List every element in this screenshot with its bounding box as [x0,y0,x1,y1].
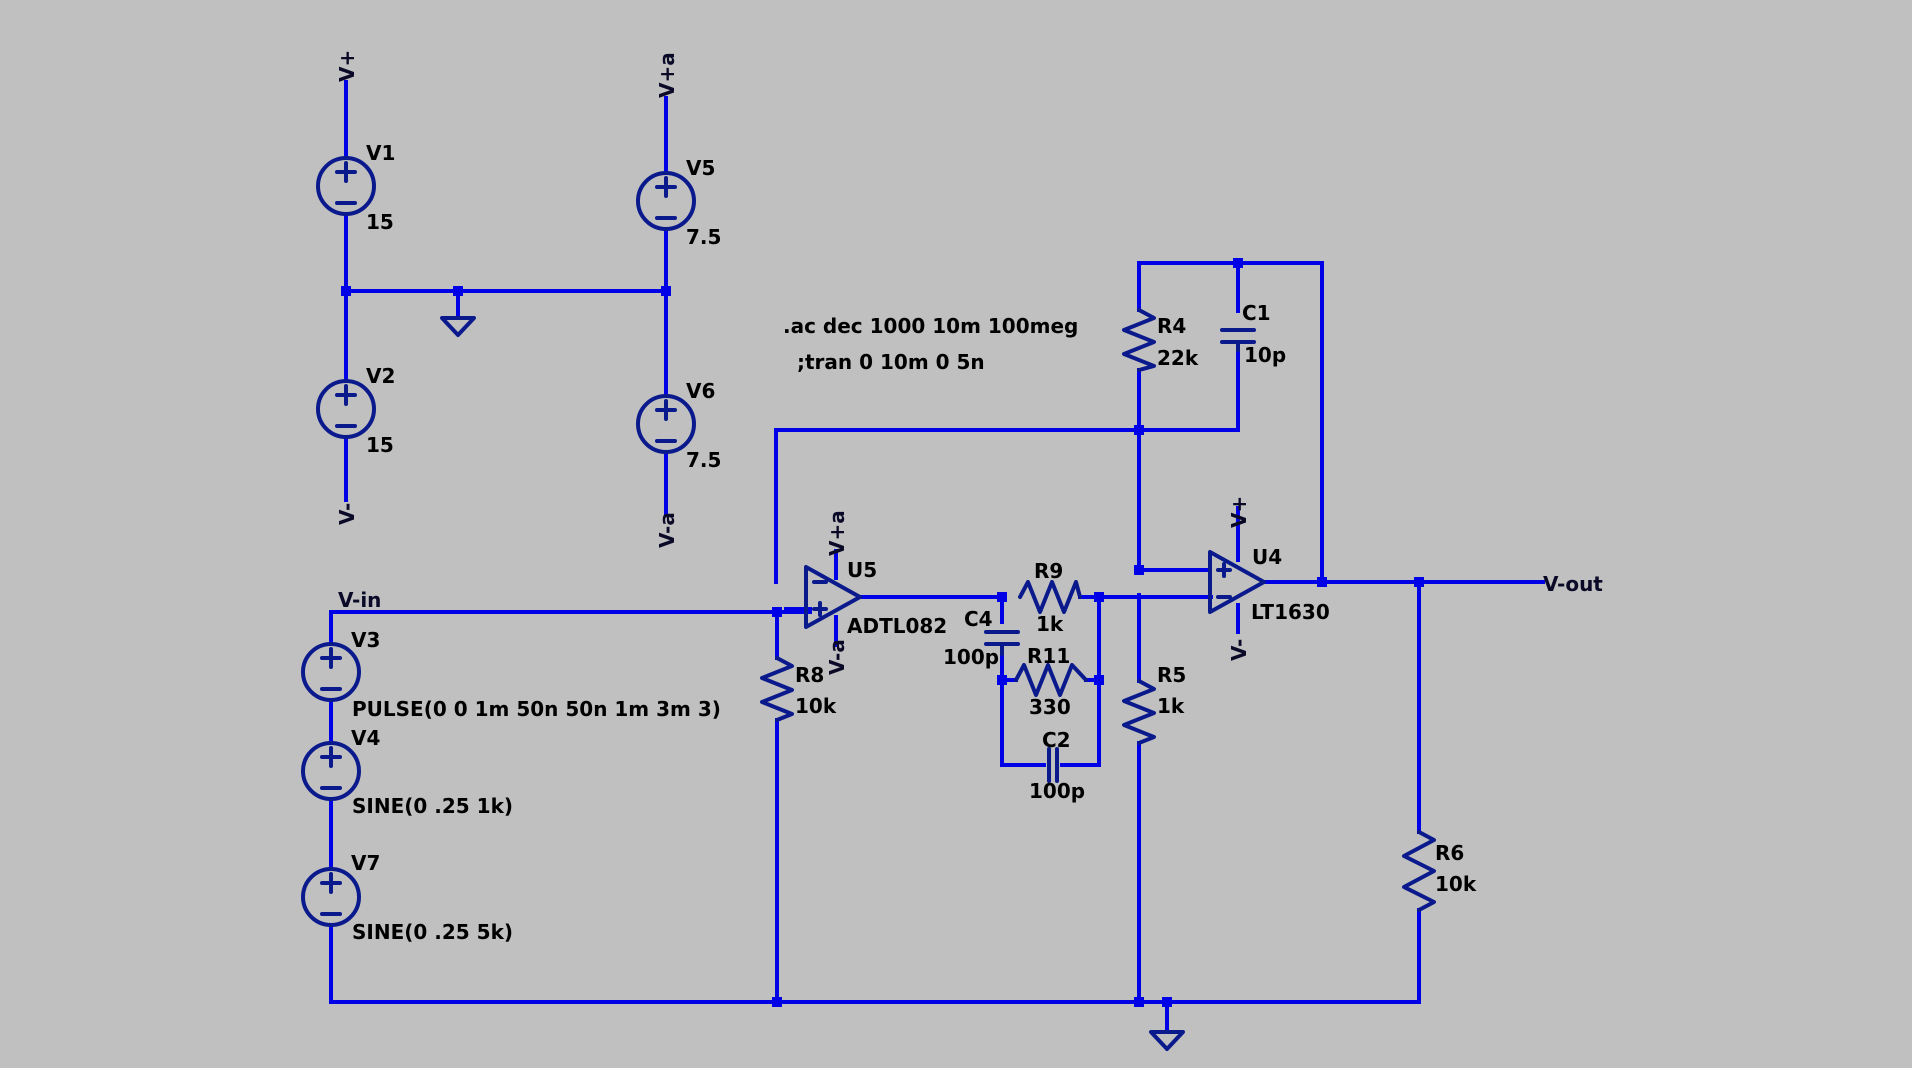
voltage-source-v7[interactable] [301,867,361,927]
v7-value-label: SINE(0 .25 5k) [352,920,513,944]
resistor-r5[interactable] [1122,679,1156,745]
r6-value-label: 10k [1435,872,1477,896]
resistor-r11[interactable] [1014,663,1088,697]
net-label-vplus-v1: V+ [335,50,359,82]
v2-name-label: V2 [366,364,395,388]
opamp-u5[interactable] [804,565,862,629]
r9-value-label: 1k [1036,612,1064,636]
net-label-vout: V-out [1543,572,1603,596]
resistor-r4[interactable] [1122,308,1156,372]
v2-value-label: 15 [366,433,394,457]
resistor-r9[interactable] [1018,580,1082,614]
resistor-r6[interactable] [1402,830,1436,912]
resistor-r8[interactable] [760,656,794,722]
voltage-source-v4[interactable] [301,741,361,801]
u5-name-label: U5 [847,558,877,582]
net-label-vminusa-v6: V-a [655,512,679,548]
net-label-vminusa-u5: V-a [825,639,849,675]
wires [329,80,1545,1034]
c2-value-label: 100p [1029,779,1085,803]
net-label-vplusa-v5: V+a [655,52,679,98]
u4-name-label: U4 [1252,545,1282,569]
net-label-vplusa-u5: V+a [825,510,849,556]
junction-dots [341,258,1424,1007]
r9-name-label: R9 [1034,559,1063,583]
c4-value-label: 100p [943,645,999,669]
v4-value-label: SINE(0 .25 1k) [352,794,513,818]
capacitor-c2[interactable] [1047,747,1059,783]
r5-name-label: R5 [1157,663,1186,687]
net-label-vin: V-in [338,588,381,612]
r8-value-label: 10k [795,694,837,718]
v6-name-label: V6 [686,379,715,403]
v1-name-label: V1 [366,141,395,165]
ac-directive[interactable]: .ac dec 1000 10m 100meg [783,314,1078,338]
r11-name-label: R11 [1027,644,1070,668]
ground-symbol-bottom [1149,1030,1185,1051]
u4-value-label: LT1630 [1251,600,1330,624]
c1-value-label: 10p [1244,343,1286,367]
net-label-vminus-v2: V- [335,503,359,525]
v3-name-label: V3 [351,628,380,652]
tran-directive[interactable]: ;tran 0 10m 0 5n [797,350,985,374]
v5-value-label: 7.5 [686,225,721,249]
v5-name-label: V5 [686,156,715,180]
c4-name-label: C4 [964,607,993,631]
voltage-source-v2[interactable] [316,379,376,439]
capacitor-c4[interactable] [984,630,1020,656]
net-label-vminus-u4: V- [1227,639,1251,661]
r4-name-label: R4 [1157,314,1186,338]
r11-value-label: 330 [1029,695,1071,719]
voltage-source-v6[interactable] [636,394,696,454]
v7-name-label: V7 [351,851,380,875]
u5-value-label: ADTL082 [847,614,947,638]
v1-value-label: 15 [366,210,394,234]
capacitor-c1[interactable] [1220,328,1256,352]
voltage-source-v5[interactable] [636,171,696,231]
r6-name-label: R6 [1435,841,1464,865]
v6-value-label: 7.5 [686,448,721,472]
voltage-source-v3[interactable] [301,642,361,702]
r5-value-label: 1k [1157,694,1185,718]
r8-name-label: R8 [795,663,824,687]
v3-value-label: PULSE(0 0 1m 50n 50n 1m 3m 3) [352,697,721,721]
c1-name-label: C1 [1242,301,1271,325]
ground-symbol-top [440,316,476,337]
v4-name-label: V4 [351,726,380,750]
opamp-u4[interactable] [1208,550,1266,614]
voltage-source-v1[interactable] [316,156,376,216]
r4-value-label: 22k [1157,346,1199,370]
c2-name-label: C2 [1042,728,1071,752]
net-label-vplus-u4: V+ [1227,496,1251,528]
